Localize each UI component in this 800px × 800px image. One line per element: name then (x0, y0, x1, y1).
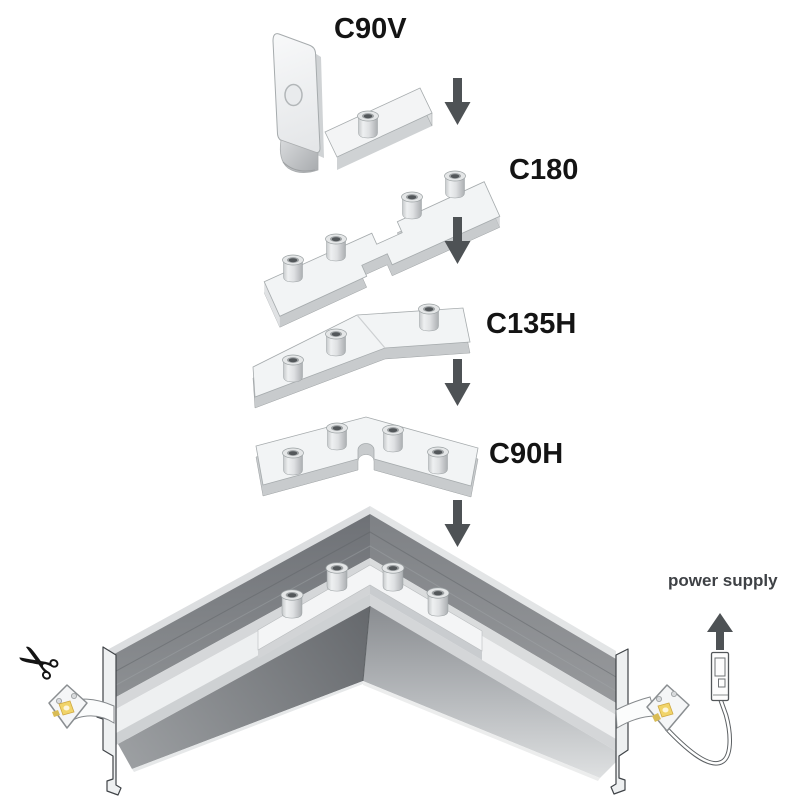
c90v-connector-illustration (272, 33, 433, 173)
down-arrow-icon (444, 78, 471, 125)
screw-post (282, 447, 304, 476)
screw-post (426, 587, 450, 617)
label-c180: C180 (509, 154, 579, 186)
screw-post (280, 589, 304, 619)
screw-post (325, 233, 347, 262)
screw-post (325, 562, 349, 592)
c180-left-end-face (264, 281, 280, 328)
c90v-bar-front-face (337, 113, 432, 170)
screw-post (418, 303, 440, 332)
c135h-connector-illustration (252, 303, 471, 409)
led-chip-center (63, 705, 70, 711)
installed-plate-side-right (370, 585, 482, 660)
profile-near-wall-edge-right (370, 594, 616, 751)
screw-post (326, 422, 348, 451)
profile-bottom-highlight-right (363, 681, 600, 781)
profile-back-wall-left (107, 514, 370, 702)
c180-top-face (263, 181, 501, 317)
profile-back-wall-right (370, 514, 616, 703)
screw-post (381, 562, 405, 592)
down-arrow-icon (444, 359, 471, 406)
c90v-hinge-shadow-line (282, 161, 316, 172)
profile-front-face-left (118, 606, 370, 769)
scissors-icon: ✂ (4, 627, 70, 698)
c90v-plate-hole (284, 83, 303, 107)
plug-latch (718, 678, 726, 688)
led-strip-right (615, 613, 733, 766)
down-arrow-icon (444, 500, 471, 547)
screw-post (357, 110, 379, 139)
c90h-connector-illustration (255, 416, 479, 498)
corner-profile-illustration (96, 506, 635, 796)
up-arrow-icon (707, 613, 733, 650)
gold-pad (652, 713, 661, 722)
strip-hole (71, 693, 78, 700)
label-c135h: C135H (486, 308, 577, 340)
power-cable-inner (665, 699, 731, 765)
profile-extrusion-groove (106, 531, 617, 678)
c90v-bar-top-face (324, 87, 433, 158)
label-c90h: C90H (489, 438, 564, 470)
label-power-supply: power supply (668, 571, 778, 590)
screw-post (444, 170, 466, 199)
profile-near-wall-edge-left (107, 594, 370, 750)
power-plug (710, 651, 730, 702)
strip-hole (656, 696, 663, 703)
inner-corner-edge (362, 605, 371, 682)
screw-post (401, 191, 423, 220)
screw-post (325, 328, 347, 357)
profile-extrusion-groove (106, 545, 617, 692)
plug-window (714, 657, 726, 677)
screw-post (282, 254, 304, 283)
c180-connector-illustration (263, 170, 501, 328)
c135h-bend-line (356, 314, 386, 349)
profile-rim-right (370, 506, 616, 659)
strip-hole (56, 698, 63, 705)
profile-rim-left (107, 506, 370, 658)
profile-flange-left (107, 558, 370, 714)
screw-post (282, 354, 304, 383)
installed-connector (257, 562, 483, 660)
label-c90v: C90V (334, 13, 407, 45)
gold-pad (52, 710, 60, 717)
c90h-top-face (255, 416, 479, 487)
screw-post (382, 424, 404, 453)
profile-front-face-right (363, 606, 616, 778)
led-chip-center (662, 707, 669, 713)
strip-hole (671, 691, 678, 698)
profile-bottom-highlight-left (132, 681, 363, 772)
led-strip-left: ✂ (4, 627, 115, 729)
installed-plate-side-left (258, 585, 370, 659)
c90v-hinge-foot (279, 139, 319, 173)
screw-post (427, 446, 449, 475)
